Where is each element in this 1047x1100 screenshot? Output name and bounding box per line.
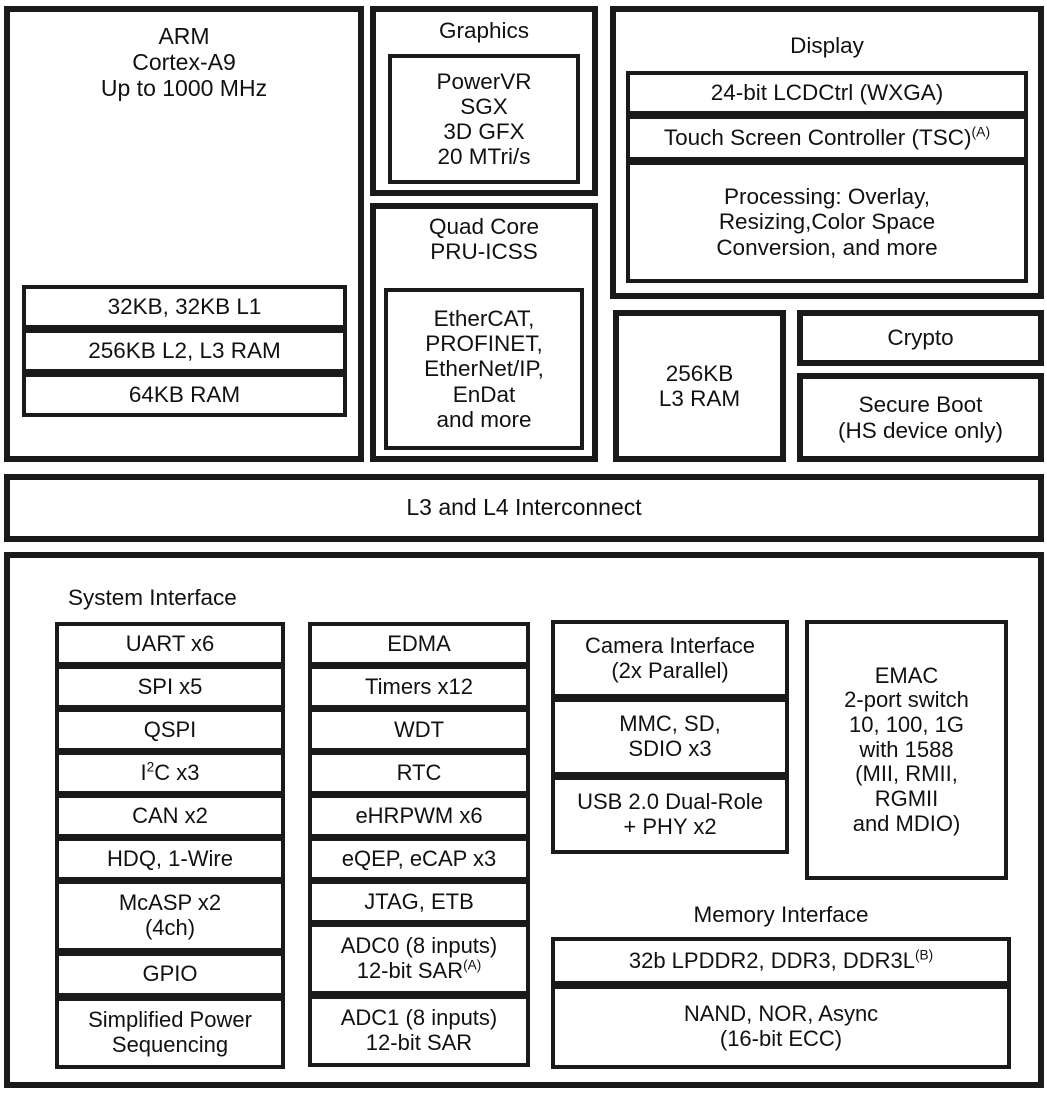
display-processing: Processing: Overlay, Resizing,Color Spac…: [626, 161, 1028, 283]
crypto-block: Crypto: [797, 310, 1044, 366]
memory-interface-nand: NAND, NOR, Async (16-bit ECC): [551, 985, 1011, 1069]
memory-interface-nand-label: NAND, NOR, Async (16-bit ECC): [683, 1001, 879, 1051]
sysif-col2-adc0: ADC0 (8 inputs) 12-bit SAR(A): [308, 923, 530, 995]
sysif-col1-i2c-label: I2C x3: [140, 759, 200, 785]
sysif-col3-usb: USB 2.0 Dual-Role + PHY x2: [551, 776, 789, 854]
sysif-col2-eqep-ecap: eQEP, eCAP x3: [308, 837, 530, 881]
adc0-line2: 12-bit SAR(A): [356, 957, 482, 983]
secure-boot-label: Secure Boot (HS device only): [837, 392, 1004, 443]
graphics-inner-label: PowerVR SGX 3D GFX 20 MTri/s: [436, 68, 532, 170]
sysif-col1-spi: SPI x5: [55, 665, 285, 709]
display-tsc-footnote: (A): [971, 123, 991, 140]
sysif-col1-power-sequencing-label: Simplified Power Sequencing: [88, 1007, 252, 1057]
sysif-col2-ehrpwm-label: eHRPWM x6: [355, 802, 483, 828]
sysif-col2-eqep-ecap-label: eQEP, eCAP x3: [341, 845, 497, 871]
sysif-col2-adc0-label: ADC0 (8 inputs) 12-bit SAR(A): [341, 934, 498, 983]
sysif-col2-timers: Timers x12: [308, 665, 530, 709]
memory-interface-ddr: 32b LPDDR2, DDR3, DDR3L(B): [551, 937, 1011, 985]
secure-boot-block: Secure Boot (HS device only): [797, 373, 1044, 462]
sysif-col2-adc1-label: ADC1 (8 inputs) 12-bit SAR: [340, 1005, 498, 1055]
sysif-col2-wdt: WDT: [308, 708, 530, 752]
display-processing-label: Processing: Overlay, Resizing,Color Spac…: [716, 184, 938, 260]
pru-inner-box: EtherCAT, PROFINET, EtherNet/IP, EnDat a…: [384, 288, 584, 450]
sysif-col1-qspi-label: QSPI: [143, 716, 197, 742]
interconnect-bar: L3 and L4 Interconnect: [4, 474, 1044, 542]
sysif-col1-gpio: GPIO: [55, 952, 285, 997]
sysif-col2-wdt-label: WDT: [393, 716, 445, 742]
arm-memory-l2: 256KB L2, L3 RAM: [22, 329, 347, 373]
sysif-col1-gpio-label: GPIO: [142, 961, 198, 987]
i2c-superscript-2: 2: [146, 759, 155, 775]
sysif-col1-mcasp: McASP x2 (4ch): [55, 880, 285, 952]
graphics-title: Graphics: [438, 18, 530, 43]
sysif-col1-mcasp-label: McASP x2 (4ch): [118, 890, 222, 940]
sysif-col2-edma: EDMA: [308, 622, 530, 666]
sysif-col1-i2c: I2C x3: [55, 751, 285, 795]
display-tsc-text: Touch Screen Controller (TSC): [663, 125, 972, 151]
arm-memory-ram-label: 64KB RAM: [128, 382, 241, 408]
arm-memory-l1-label: 32KB, 32KB L1: [107, 294, 262, 320]
sysif-col1-hdq: HDQ, 1-Wire: [55, 837, 285, 881]
sysif-col1-power-sequencing: Simplified Power Sequencing: [55, 997, 285, 1069]
display-lcdctrl-label: 24-bit LCDCtrl (WXGA): [710, 80, 944, 106]
sysif-col2-adc1: ADC1 (8 inputs) 12-bit SAR: [308, 995, 530, 1067]
display-tsc-label: Touch Screen Controller (TSC)(A): [664, 125, 990, 150]
sysif-col1-spi-label: SPI x5: [137, 673, 203, 699]
sysif-col3-mmc-sd: MMC, SD, SDIO x3: [551, 698, 789, 776]
adc0-line1: ADC0 (8 inputs): [340, 933, 498, 959]
sysif-col1-can: CAN x2: [55, 794, 285, 838]
sysif-col2-ehrpwm: eHRPWM x6: [308, 794, 530, 838]
adc0-footnote: (A): [463, 957, 482, 973]
sysif-col2-jtag-etb-label: JTAG, ETB: [364, 888, 474, 914]
display-title: Display: [790, 33, 864, 58]
sysif-col3-camera-label: Camera Interface (2x Parallel): [585, 633, 755, 683]
sysif-col1-can-label: CAN x2: [132, 802, 208, 828]
ddr-text: 32b LPDDR2, DDR3, DDR3L: [628, 947, 915, 973]
pru-inner-label: EtherCAT, PROFINET, EtherNet/IP, EnDat a…: [424, 306, 544, 432]
display-lcdctrl: 24-bit LCDCtrl (WXGA): [626, 71, 1028, 115]
sysif-col2-jtag-etb: JTAG, ETB: [308, 880, 530, 924]
arm-memory-ram: 64KB RAM: [22, 373, 347, 417]
sysif-emac-block: EMAC 2-port switch 10, 100, 1G with 1588…: [805, 620, 1008, 880]
arm-memory-l2-label: 256KB L2, L3 RAM: [88, 338, 281, 364]
sysif-col1-uart: UART x6: [55, 622, 285, 666]
memory-interface-title: Memory Interface: [693, 902, 869, 927]
crypto-label: Crypto: [887, 325, 954, 351]
ddr-footnote: (B): [914, 947, 934, 963]
sysif-emac-label: EMAC 2-port switch 10, 100, 1G with 1588…: [844, 662, 969, 836]
sysif-col3-usb-label: USB 2.0 Dual-Role + PHY x2: [577, 789, 763, 839]
sysif-col1-qspi: QSPI: [55, 708, 285, 752]
sysif-col2-rtc: RTC: [308, 751, 530, 795]
graphics-inner-box: PowerVR SGX 3D GFX 20 MTri/s: [388, 54, 580, 184]
sysif-col1-uart-label: UART x6: [125, 630, 215, 656]
sysif-col1-hdq-label: HDQ, 1-Wire: [107, 845, 233, 871]
l3-ram-block: 256KB L3 RAM: [613, 310, 786, 462]
sysif-col2-timers-label: Timers x12: [365, 673, 473, 699]
l3-ram-label: 256KB L3 RAM: [658, 360, 741, 411]
sysif-col2-edma-label: EDMA: [387, 630, 451, 656]
sysif-col3-camera-interface: Camera Interface (2x Parallel): [551, 620, 789, 698]
pru-title: Quad Core PRU-ICSS: [428, 214, 540, 265]
sysif-col3-mmc-sd-label: MMC, SD, SDIO x3: [619, 711, 721, 761]
arm-heading: ARM Cortex-A9 Up to 1000 MHz: [100, 23, 268, 101]
display-touch-screen-controller: Touch Screen Controller (TSC)(A): [626, 115, 1028, 161]
memory-interface-ddr-label: 32b LPDDR2, DDR3, DDR3L(B): [628, 947, 934, 974]
sysif-col2-rtc-label: RTC: [396, 759, 442, 785]
system-interface-title: System Interface: [68, 585, 237, 610]
interconnect-label: L3 and L4 Interconnect: [406, 494, 642, 521]
arm-memory-l1: 32KB, 32KB L1: [22, 285, 347, 329]
